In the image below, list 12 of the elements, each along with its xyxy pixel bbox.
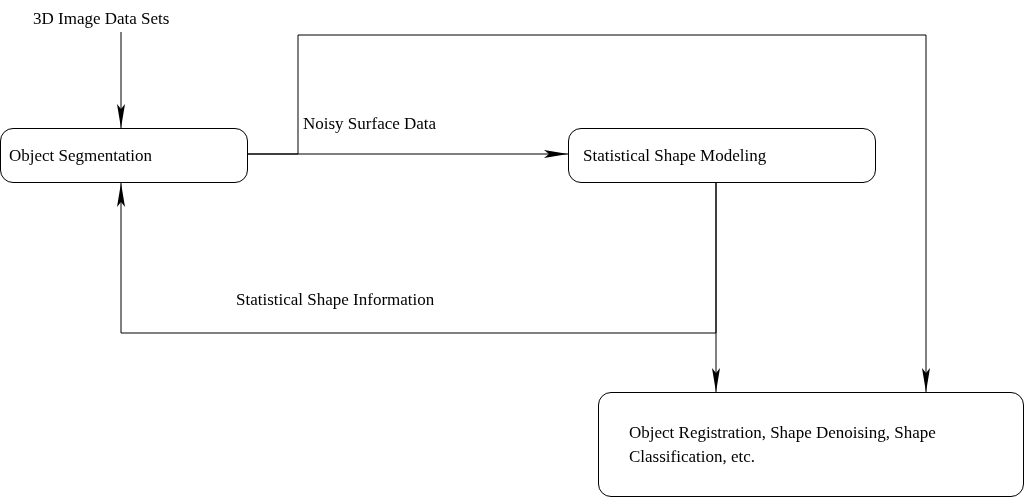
process-box bbox=[0, 128, 248, 183]
box-text: Statistical Shape Modeling bbox=[583, 144, 767, 167]
edge-label: Noisy Surface Data bbox=[303, 114, 437, 134]
input-label: 3D Image Data Sets bbox=[33, 9, 170, 29]
process-box bbox=[598, 392, 1024, 497]
arrow bbox=[117, 182, 717, 334]
arrow bbox=[247, 34, 930, 393]
box-text: Object Segmentation bbox=[9, 144, 153, 167]
edge-label: Statistical Shape Information bbox=[236, 290, 435, 310]
box-text: Object Registration, Shape Denoising, Shape Classification, etc. bbox=[629, 421, 937, 468]
arrow bbox=[117, 31, 125, 129]
process-box bbox=[568, 128, 876, 183]
